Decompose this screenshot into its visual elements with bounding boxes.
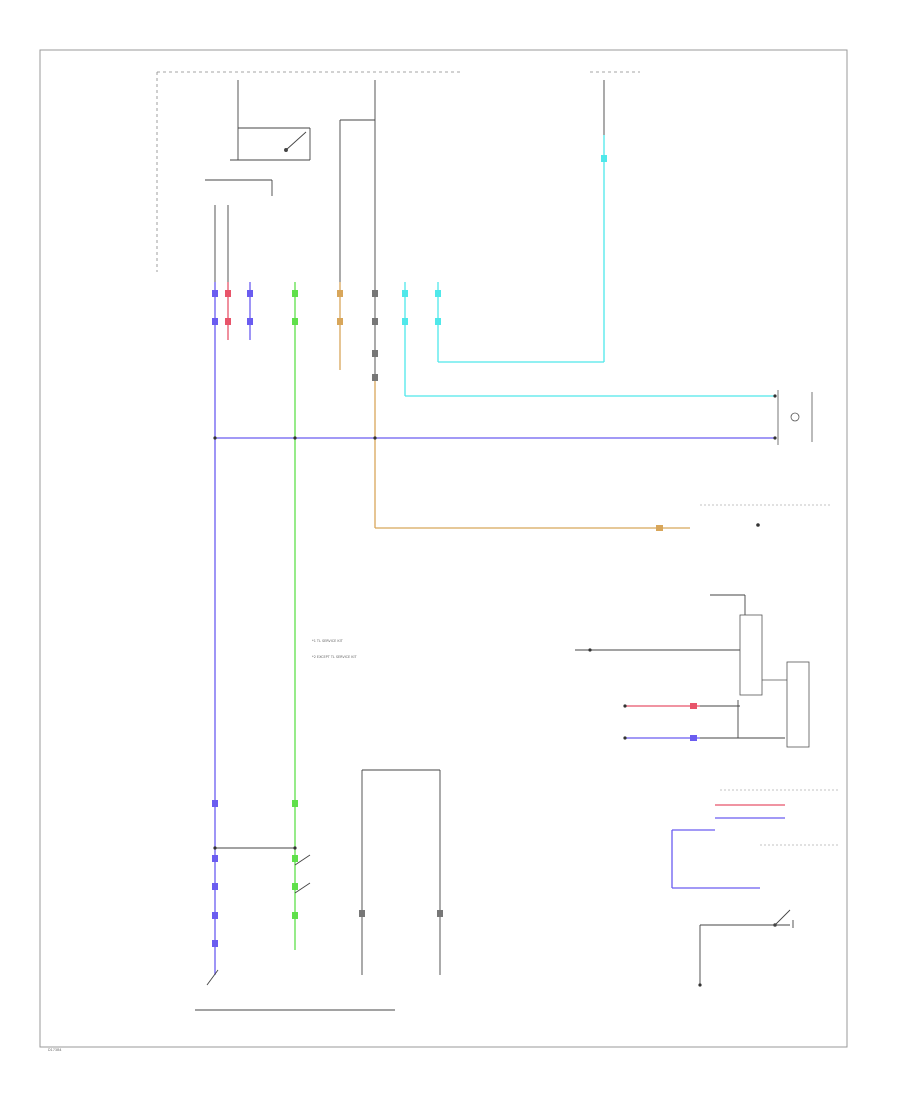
junction-dots <box>213 394 777 987</box>
fuse-feeds <box>205 80 605 282</box>
top-power-box <box>156 71 640 272</box>
dashed-separators <box>700 504 840 846</box>
wire-black <box>195 282 794 1011</box>
trunk-opener-switch <box>773 909 791 927</box>
wire-cyan <box>404 135 775 397</box>
latch-switches <box>206 854 311 986</box>
connector-markers <box>212 155 697 947</box>
page-code: D173B4 <box>48 1048 62 1052</box>
page-frame <box>39 49 848 1048</box>
legend-line-1: *1 TL SERVICE KIT <box>312 639 344 643</box>
control-unit-boxes <box>739 614 810 748</box>
left-connector-leads <box>214 205 229 282</box>
relay-switch-symbol <box>284 131 307 152</box>
legend-line-2: *2 EXCEPT TL SERVICE KIT <box>312 655 357 659</box>
trunk-light-unit <box>777 390 813 445</box>
wire-orange <box>339 282 690 529</box>
wire-blue <box>214 282 785 975</box>
wire-red <box>227 282 785 806</box>
